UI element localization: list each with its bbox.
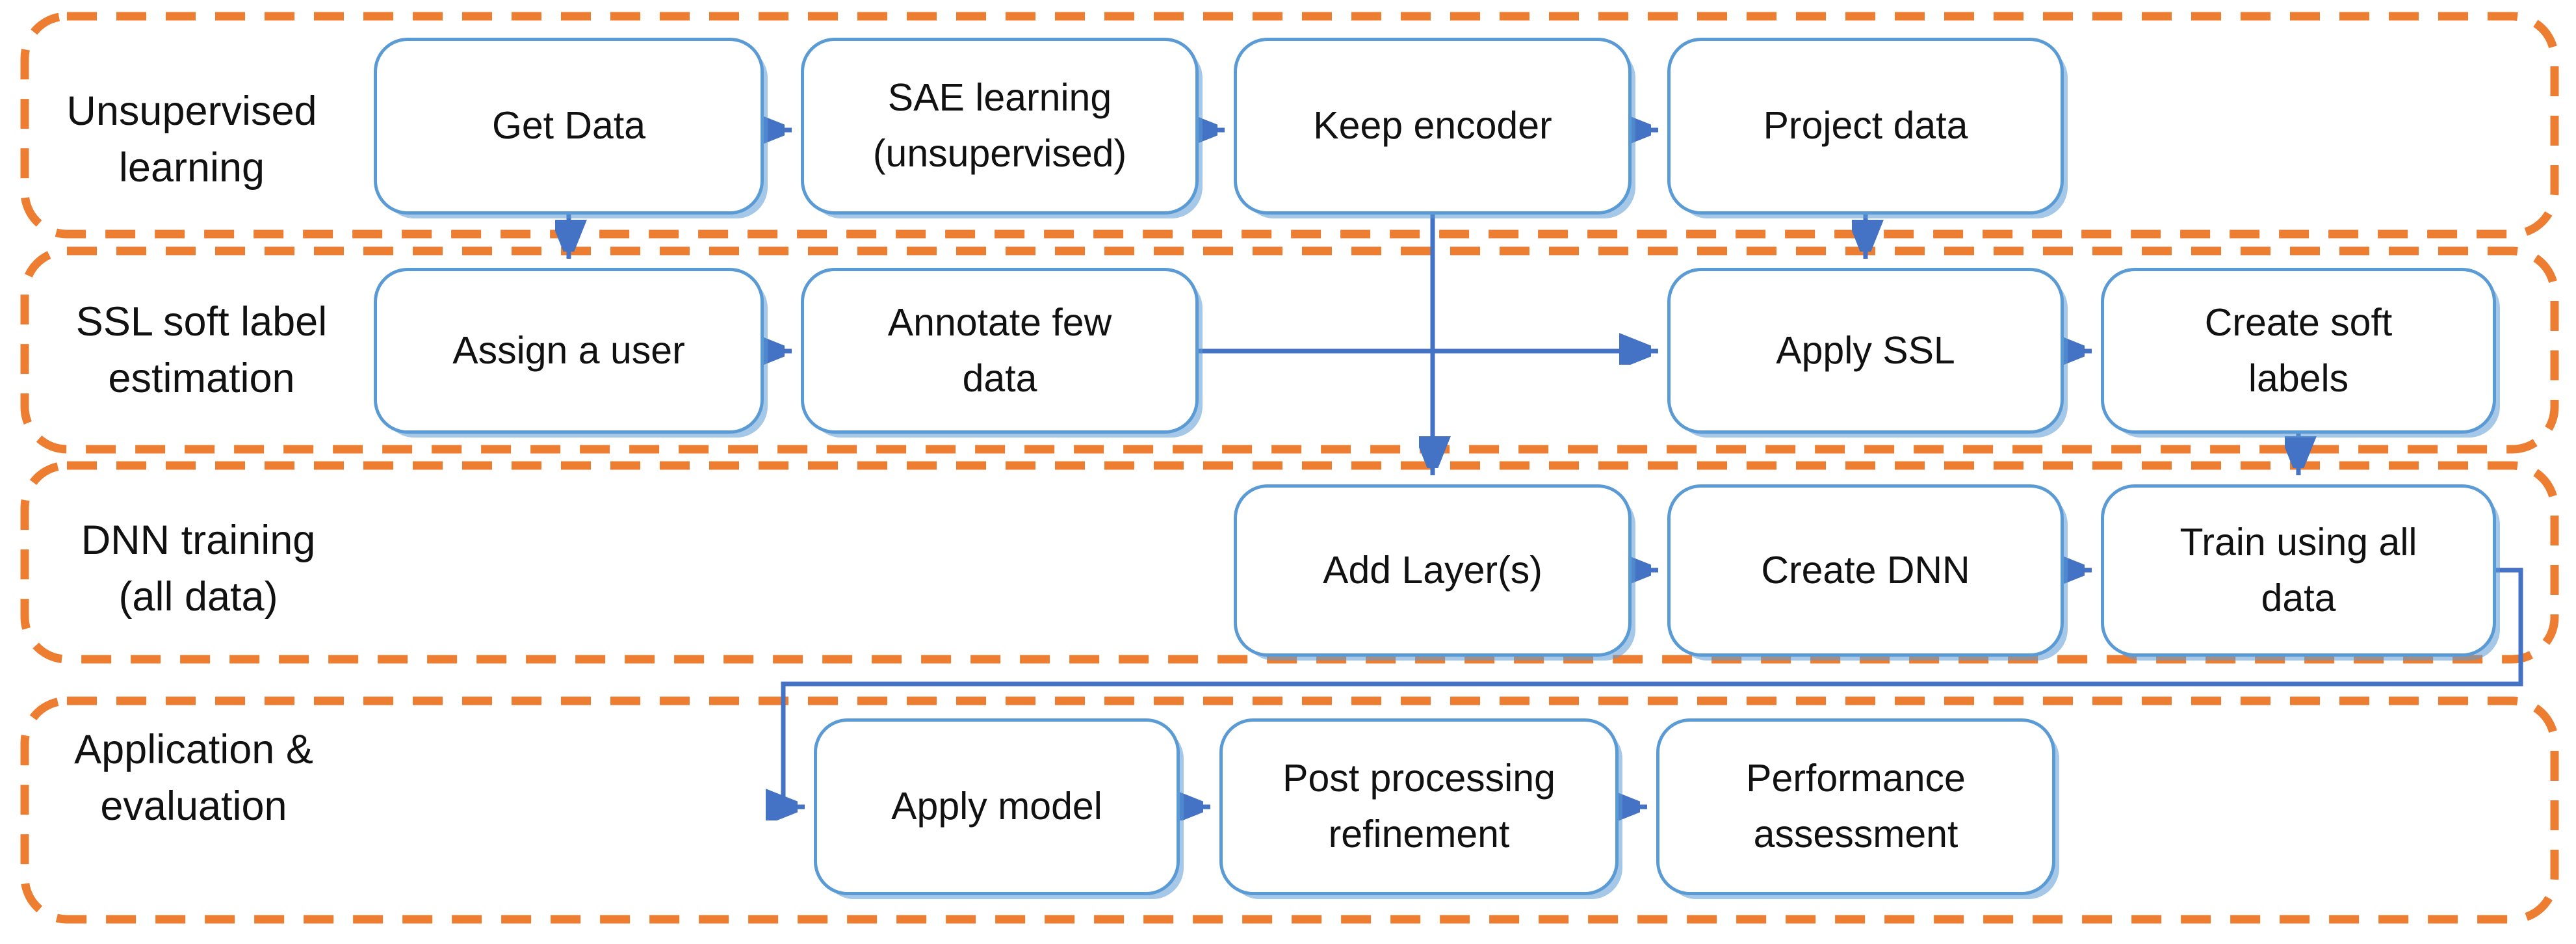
step-box-label: data: [2261, 576, 2336, 620]
step-box-post-processing-refinement: Post processing refinement: [1219, 718, 1619, 895]
step-box-label: refinement: [1328, 813, 1510, 856]
step-box-label: data: [962, 356, 1037, 400]
connector-trainall-to-applymodel: [783, 568, 2523, 807]
step-box-label: Performance: [1746, 757, 1966, 800]
step-box-label: Apply model: [891, 785, 1102, 828]
lane-border-application-evaluation: [20, 696, 2559, 924]
step-box-apply-ssl: Apply SSL: [1667, 268, 2064, 434]
step-box-label: labels: [2248, 356, 2349, 400]
step-box-label: Get Data: [491, 104, 646, 148]
lane-border-dnn-training: [20, 461, 2559, 664]
step-box-label: Create DNN: [1761, 548, 1970, 592]
step-box-create-dnn: Create DNN: [1667, 484, 2064, 657]
step-box-annotate-few-data: Annotate few data: [801, 268, 1199, 434]
step-box-label: Train using all: [2179, 520, 2417, 564]
lane-label-application-evaluation: Application & evaluation: [31, 722, 356, 835]
lane-label-line: evaluation: [100, 783, 287, 829]
lane-label-line: SSL soft label: [75, 299, 328, 345]
step-box-get-data: Get Data: [374, 38, 764, 215]
step-box-label: Create soft: [2204, 300, 2393, 344]
lane-label-line: DNN training: [81, 518, 316, 563]
lane-label-line: estimation: [108, 355, 295, 401]
step-box-sae-learning: SAE learning (unsupervised): [801, 38, 1199, 215]
step-box-keep-encoder: Keep encoder: [1234, 38, 1632, 215]
step-box-add-layers: Add Layer(s): [1234, 484, 1632, 657]
step-box-create-soft-labels: Create soft labels: [2101, 268, 2496, 434]
lane-label-line: (all data): [118, 573, 278, 620]
step-box-train-using-all-data: Train using all data: [2101, 484, 2496, 657]
lane-label-ssl-soft-label-estimation: SSL soft label estimation: [39, 294, 364, 407]
step-box-label: Keep encoder: [1313, 104, 1552, 148]
lane-border-unsupervised-learning: [20, 12, 2559, 239]
lane-label-dnn-training: DNN training (all data): [39, 512, 358, 625]
step-box-label: Post processing: [1282, 757, 1555, 800]
step-box-assign-a-user: Assign a user: [374, 268, 764, 434]
step-box-label: Project data: [1763, 104, 1968, 148]
step-box-project-data: Project data: [1667, 38, 2064, 215]
lane-label-line: learning: [118, 144, 265, 190]
step-box-label: (unsupervised): [872, 132, 1127, 175]
lane-border-ssl-soft-label-estimation: [20, 246, 2559, 454]
step-box-label: Assign a user: [452, 328, 685, 372]
step-box-label: SAE learning: [887, 76, 1112, 120]
lane-label-line: Unsupervised: [66, 88, 317, 134]
step-box-label: Annotate few: [887, 300, 1112, 344]
lane-label-unsupervised-learning: Unsupervised learning: [39, 83, 345, 196]
step-box-label: assessment: [1753, 813, 1958, 856]
step-box-performance-assessment: Performance assessment: [1656, 718, 2055, 895]
step-box-label: Add Layer(s): [1323, 548, 1542, 592]
step-box-apply-model: Apply model: [814, 718, 1180, 895]
lane-label-line: Application &: [74, 727, 313, 772]
step-box-label: Apply SSL: [1776, 328, 1955, 372]
